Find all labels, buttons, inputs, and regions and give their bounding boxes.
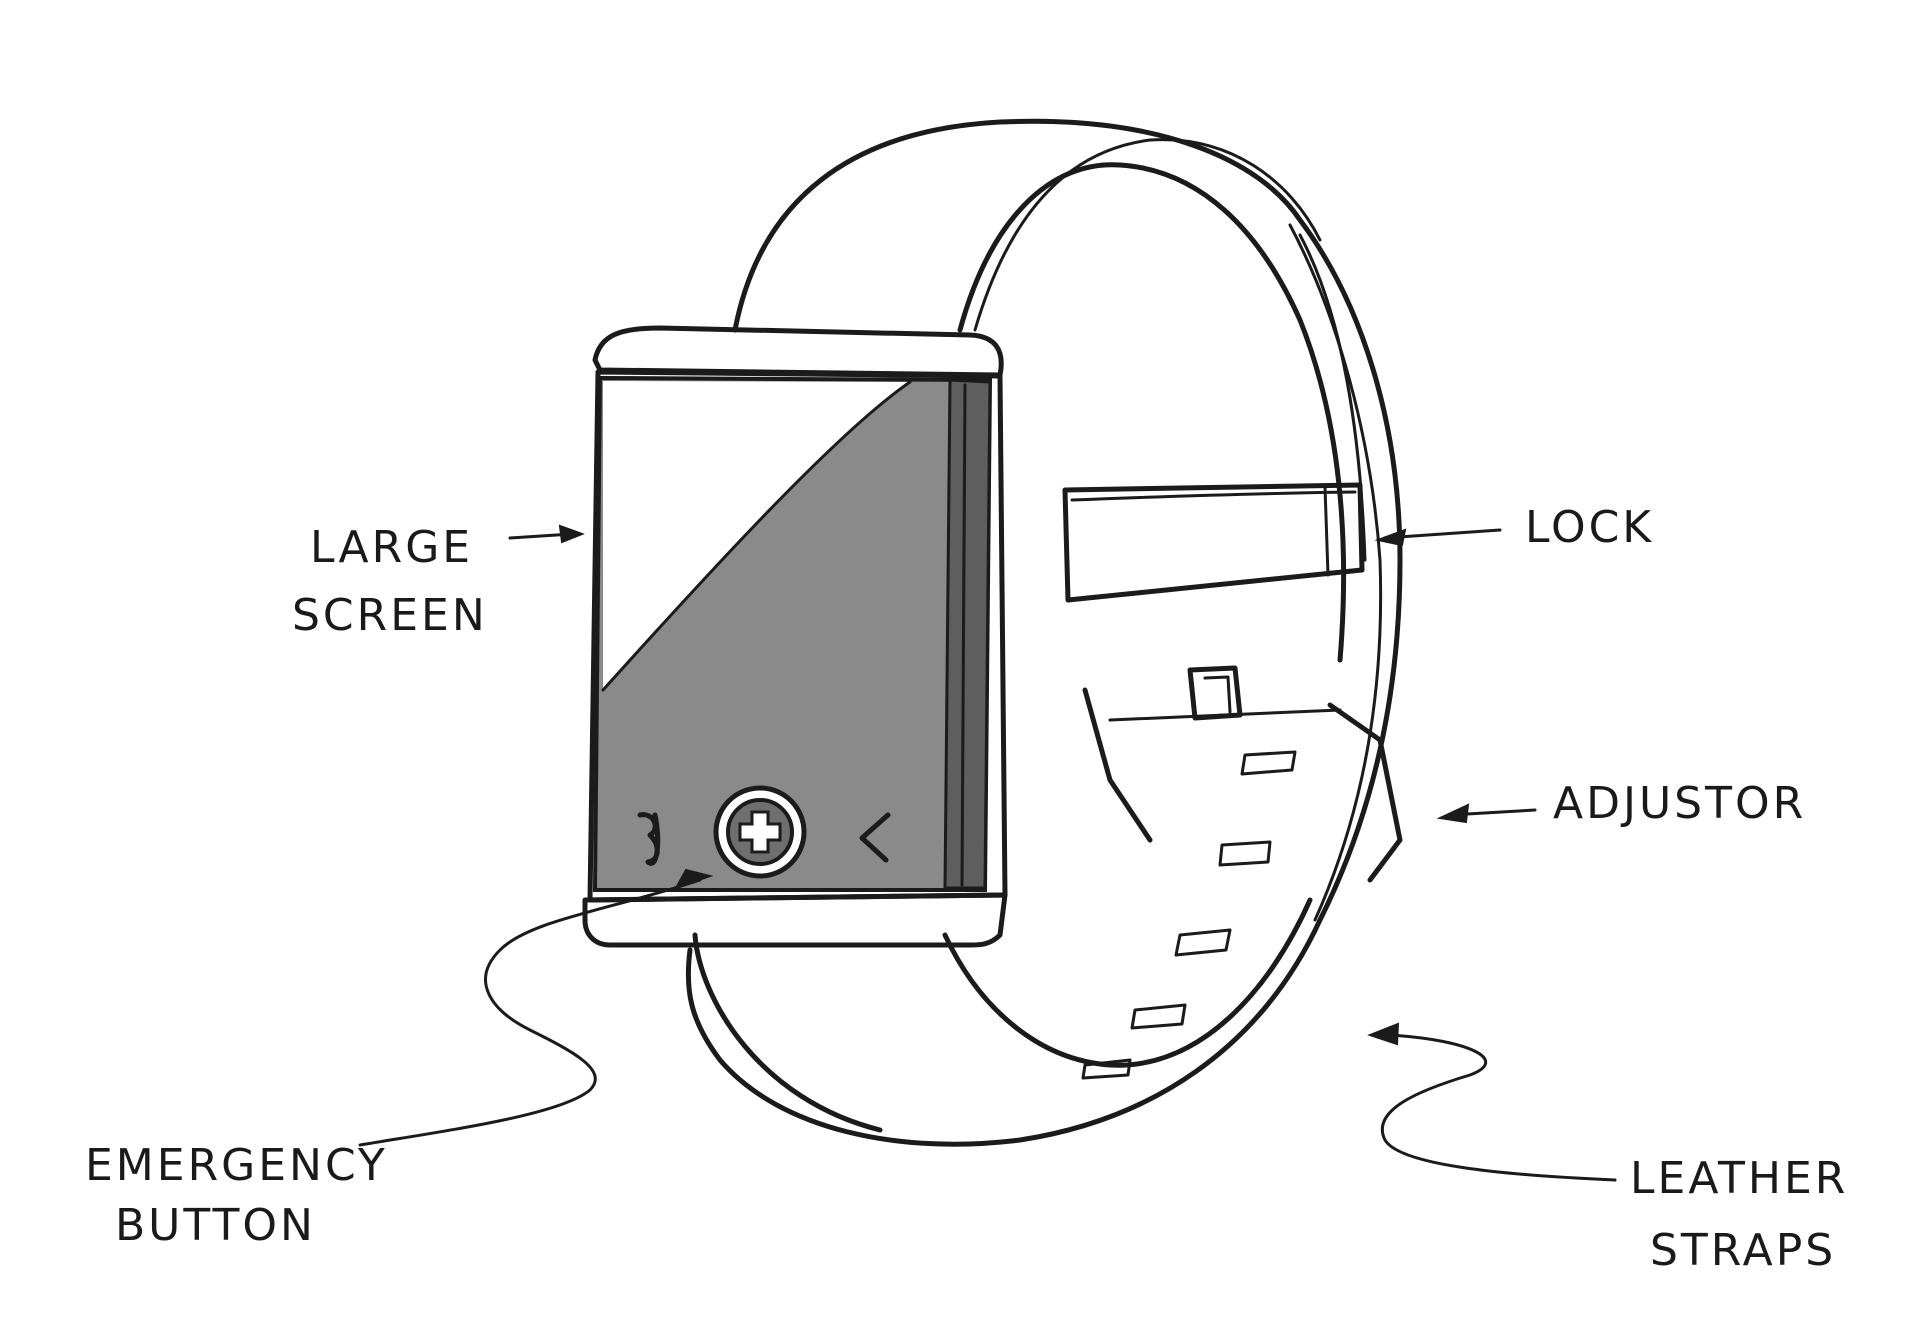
- strap-hole: [1218, 840, 1272, 867]
- emergency-plus-icon: [713, 785, 807, 879]
- leather-arrow: [1381, 1033, 1617, 1182]
- svg-text:ADJUSTOR: ADJUSTOR: [1553, 778, 1806, 829]
- lock-loop: [1062, 482, 1365, 603]
- svg-text:SCREEN: SCREEN: [292, 590, 488, 641]
- label-leather-straps: LEATHER STRAPS: [1367, 1022, 1848, 1276]
- strap-hole: [1240, 750, 1297, 776]
- svg-text:LEATHER: LEATHER: [1630, 1153, 1848, 1204]
- emergency-arrow: [358, 878, 702, 1147]
- label-lock: LOCK: [1374, 502, 1654, 553]
- phone-icon: [637, 812, 661, 866]
- strap-hole: [1081, 1058, 1132, 1080]
- svg-text:EMERGENCY: EMERGENCY: [85, 1140, 388, 1191]
- adjustor-buckle: [1082, 665, 1403, 883]
- label-large-screen: LARGE SCREEN: [292, 522, 585, 641]
- back-chevron-icon: [859, 812, 891, 863]
- svg-text:BUTTON: BUTTON: [115, 1200, 316, 1251]
- strap-hole: [1174, 928, 1232, 957]
- watch-body: [582, 325, 1008, 948]
- strap-hole: [1130, 1003, 1187, 1030]
- label-adjustor: ADJUSTOR: [1436, 778, 1806, 829]
- strap-holes: [1081, 750, 1297, 1080]
- label-emergency-button: EMERGENCY BUTTON: [85, 868, 714, 1251]
- svg-text:LARGE: LARGE: [310, 522, 473, 573]
- svg-text:STRAPS: STRAPS: [1650, 1225, 1836, 1276]
- watch-band: [685, 118, 1403, 1147]
- svg-text:LOCK: LOCK: [1525, 502, 1654, 553]
